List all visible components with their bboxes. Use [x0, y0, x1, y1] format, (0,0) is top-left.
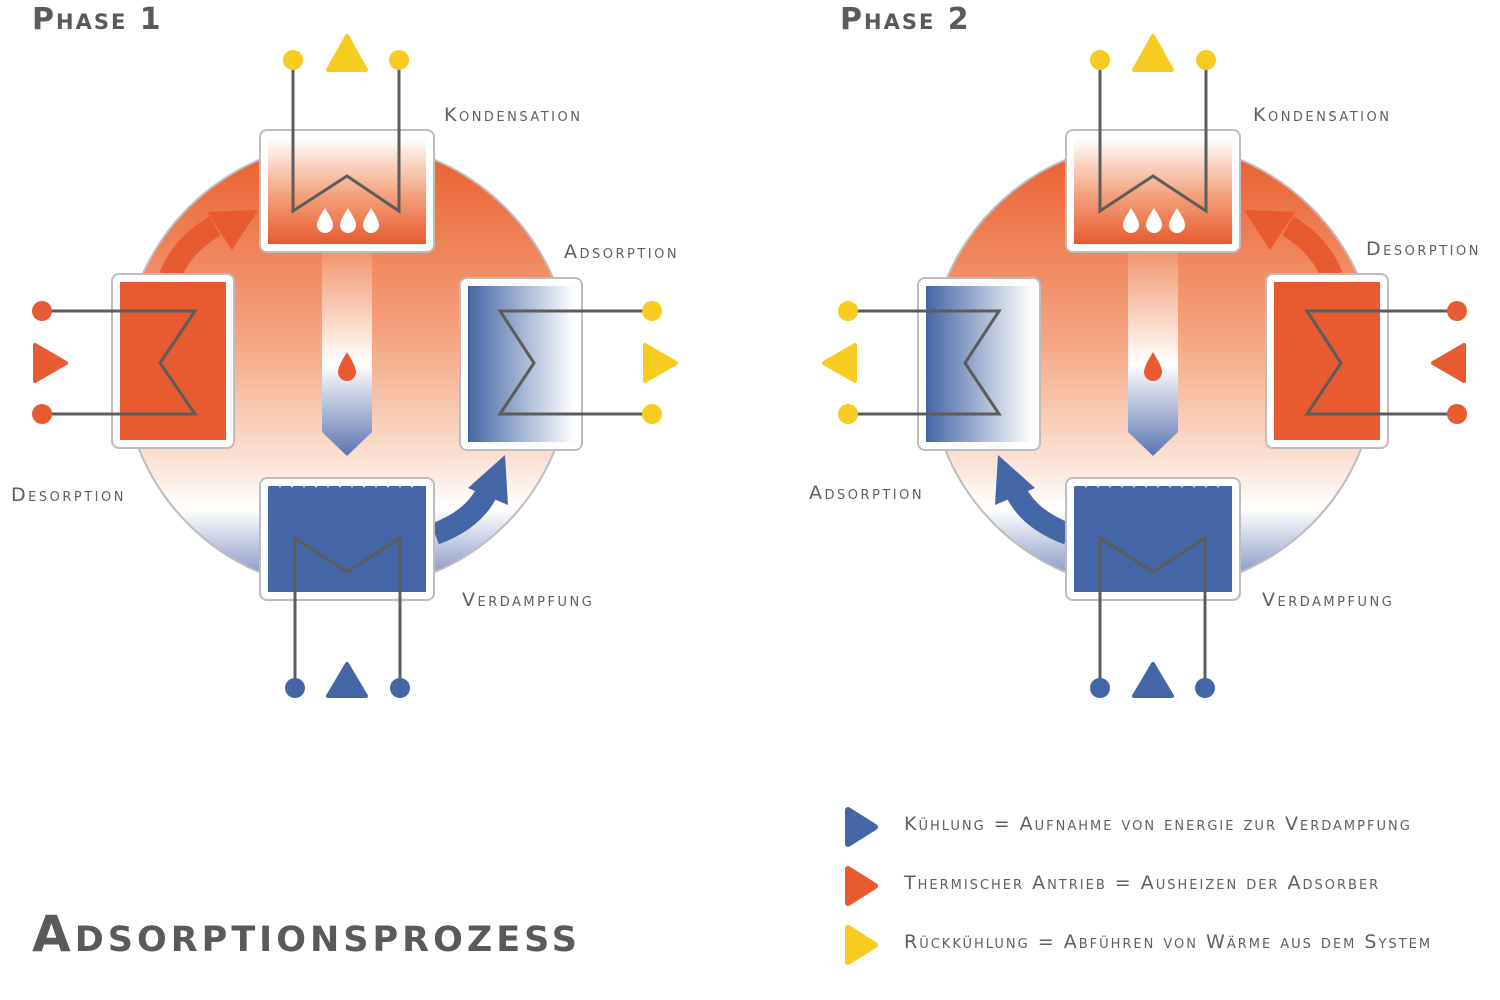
phase1-blue-arrowhead: [468, 455, 508, 505]
phase1-desorption-label: Desorption: [11, 484, 126, 506]
phase1-droplets-icon: [317, 208, 379, 233]
phase1-des-dot-top: [32, 301, 52, 321]
main-title: Adsorptionsprozess: [32, 905, 581, 963]
phase1-adsorber: [468, 286, 574, 442]
phase2-cond-triangle-icon: [1132, 34, 1174, 72]
phase2-blue-arrowhead: [995, 455, 1035, 505]
phase1-des-dot-bottom: [32, 404, 52, 424]
phase1-evaporator-coil: [293, 535, 402, 688]
phase1-adsorption-label: Adsorption: [564, 241, 680, 263]
phase1-condensation-label: Kondensation: [444, 104, 583, 126]
legend-thermal-triangle-icon: [845, 866, 878, 906]
phase2-des-triangle-icon: [1431, 343, 1466, 383]
legend-cooling-triangle-icon: [845, 807, 878, 847]
phase2-evap-dot-right: [1195, 678, 1215, 698]
legend-thermal-drive-label: Thermischer Antrieb = Ausheizen der Adso…: [904, 872, 1381, 894]
phase2-orange-arrowhead: [1244, 210, 1295, 250]
legend-recooling-label: Rückkühlung = Abführen von Wärme aus dem…: [904, 931, 1433, 953]
phase1-drop-icon: [338, 352, 356, 381]
phase2-desorption-label: Desorption: [1366, 238, 1481, 260]
phase2-evaporator-waves: [1073, 480, 1231, 488]
phase1-evap-dot-right: [390, 678, 410, 698]
phase1-adsorber-coil: [497, 309, 652, 416]
phase2-ads-triangle-icon: [822, 343, 857, 383]
phase1-evaporator: [268, 486, 426, 592]
phase1-desorber-coil: [42, 309, 198, 416]
phase1-ads-dot-bottom: [642, 404, 662, 424]
phase2-evaporator-coil: [1098, 535, 1207, 688]
phase1-cond-triangle-icon: [326, 34, 368, 72]
phase2-evaporator: [1074, 486, 1232, 592]
phase2-title: Phase 2: [840, 2, 971, 37]
phase2-diagram: [822, 34, 1467, 698]
phase2-adsorber-coil: [848, 309, 1002, 416]
phase2-ads-dot-top: [838, 301, 858, 321]
phase2-droplets-icon: [1123, 208, 1185, 233]
legend-cooling-label: Kühlung = Aufnahme von energie zur Verda…: [904, 813, 1412, 835]
phase2-cond-dot-right: [1196, 50, 1216, 70]
phase1-des-triangle-icon: [33, 343, 68, 383]
phase2-cond-dot-left: [1090, 50, 1110, 70]
phase2-evaporation-label: Verdampfung: [1262, 589, 1395, 611]
phase2-evap-dot-left: [1090, 678, 1110, 698]
phase2-condensation-label: Kondensation: [1253, 104, 1392, 126]
phase1-diagram: [32, 34, 678, 698]
phase2-condenser-coil: [1098, 60, 1208, 214]
phase1-cond-dot-left: [283, 50, 303, 70]
phase1-ads-dot-top: [642, 301, 662, 321]
phase1-evaporation-label: Verdampfung: [462, 589, 595, 611]
phase2-des-dot-top: [1447, 301, 1467, 321]
phase2-desorber: [1274, 282, 1380, 440]
phase1-condenser-coil: [291, 60, 401, 214]
phase1-evap-triangle-icon: [326, 662, 368, 698]
phase2-evap-triangle-icon: [1132, 662, 1174, 698]
phase2-orange-flow-arrow: [1282, 216, 1343, 281]
phase1-ads-triangle-icon: [643, 343, 678, 383]
phase2-adsorption-label: Adsorption: [809, 482, 925, 504]
phase1-evaporator-waves: [267, 480, 425, 488]
phase2-des-dot-bottom: [1447, 404, 1467, 424]
legend-recooling-triangle-icon: [845, 925, 878, 965]
phase1-desorber: [120, 282, 226, 440]
phase1-title: Phase 1: [32, 2, 163, 37]
phase2-ads-dot-bottom: [838, 404, 858, 424]
legend-icons: [845, 807, 878, 965]
phase2-drop-icon: [1144, 352, 1162, 381]
phase1-orange-arrowhead: [207, 210, 258, 250]
phase1-evap-dot-left: [285, 678, 305, 698]
phase2-desorber-coil: [1304, 309, 1457, 416]
phase1-cond-dot-right: [389, 50, 409, 70]
phase1-orange-flow-arrow: [159, 216, 221, 281]
phase2-adsorber: [926, 286, 1032, 442]
